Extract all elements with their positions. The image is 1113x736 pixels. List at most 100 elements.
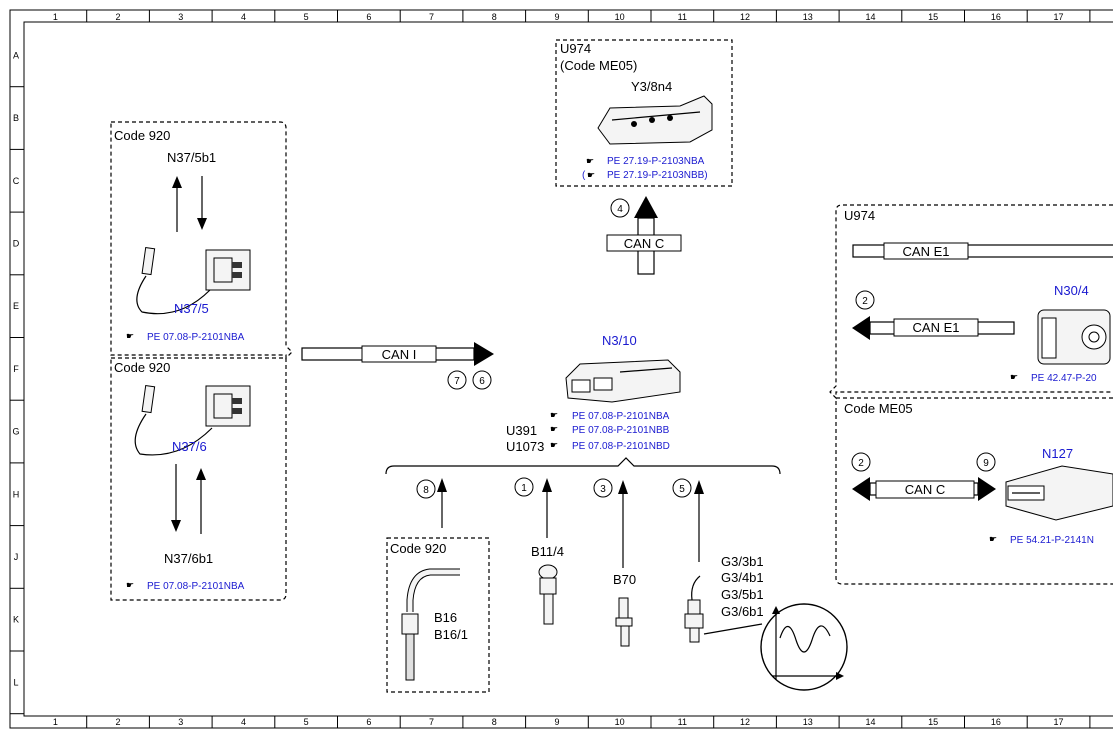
group-u974-n30-4: U974 CAN E1 CAN E1 2 N30/4 ☛ PE 42.47-P-…	[829, 204, 1113, 400]
component-label: N30/4	[1054, 283, 1089, 298]
row-label: F	[13, 364, 19, 374]
pointing-hand-icon: ☛	[550, 440, 558, 450]
connection-number: 3	[600, 484, 606, 495]
row-label: D	[13, 238, 20, 248]
part-label: B16	[434, 610, 457, 625]
frame-border	[9, 9, 1113, 729]
row-label: E	[13, 301, 19, 311]
part-label: N37/6b1	[164, 551, 213, 566]
reference-link[interactable]: PE 27.19-P-2103NBB)	[607, 170, 708, 181]
sensor-label: G3/6b1	[721, 604, 764, 619]
group-code920-n37-5: Code 920 N37/5b1 N37/5 ☛ PE 07.08-P-2101…	[110, 121, 293, 360]
row-label: J	[14, 552, 19, 562]
sensor-b16: 8	[416, 478, 447, 528]
bus-label: CAN C	[624, 236, 664, 251]
can-i-bus: CAN I 7 6	[301, 342, 494, 390]
column-label: 11	[678, 717, 687, 727]
column-label: 7	[429, 12, 434, 22]
group-me05-n127: Code ME05 CAN C 2 9 N127 ☛ PE 54.21-P-21…	[835, 397, 1113, 585]
column-label: 17	[1054, 12, 1064, 22]
sensor-brace	[385, 457, 781, 475]
bus-label: CAN I	[382, 347, 417, 362]
bus-label: CAN E1	[913, 320, 960, 335]
reference-link[interactable]: PE 07.08-P-2101NBA	[147, 581, 245, 592]
drawing-border	[23, 21, 1113, 717]
column-label: 14	[865, 717, 875, 727]
reference-link[interactable]: PE 54.21-P-2141N	[1010, 535, 1094, 546]
group-sublabel: (Code ME05)	[560, 58, 637, 73]
bus-label: CAN C	[905, 482, 945, 497]
group-label: U974	[844, 208, 875, 223]
column-label: 13	[803, 717, 813, 727]
column-label: 4	[241, 717, 246, 727]
group-u974-y3-8n4: U974 (Code ME05) Y3/8n4 ☛ PE 27.19-P-210…	[555, 39, 733, 187]
connection-number: 8	[423, 485, 429, 496]
group-label: Code 920	[114, 360, 170, 375]
column-label: 6	[366, 12, 371, 22]
connection-number: 5	[679, 484, 685, 495]
column-label: 1	[53, 717, 58, 727]
pointing-hand-icon: ☛	[1010, 372, 1018, 382]
column-label: 15	[928, 12, 938, 22]
sensor-g3: 5 G3/3b1 G3/4b1 G3/5b1 G3/6b1	[672, 478, 848, 691]
sensor-label: G3/3b1	[721, 554, 764, 569]
column-label: 4	[241, 12, 246, 22]
column-label: 13	[803, 12, 813, 22]
row-label: C	[13, 176, 20, 186]
group-label: Code ME05	[844, 401, 913, 416]
row-label: K	[13, 615, 19, 625]
connection-number: 7	[454, 376, 460, 387]
oxygen-sensor-icon	[684, 575, 704, 643]
reference-link[interactable]: PE 07.08-P-2101NBA	[572, 411, 670, 422]
pointing-hand-icon: ☛	[126, 331, 134, 341]
reference-link[interactable]: PE 07.08-P-2101NBA	[147, 332, 245, 343]
group-label: Code 920	[114, 128, 170, 143]
column-label: 15	[928, 717, 938, 727]
sensor-label: G3/4b1	[721, 570, 764, 585]
pointing-hand-icon: ☛	[587, 170, 595, 180]
variant-code: U1073	[506, 439, 544, 454]
reference-link[interactable]: PE 07.08-P-2101NBD	[572, 441, 670, 452]
connection-number: 2	[858, 458, 864, 469]
column-label: 3	[178, 12, 183, 22]
row-label: L	[13, 677, 18, 687]
column-label: 1	[53, 12, 58, 22]
column-label: 5	[304, 717, 309, 727]
column-label: 8	[492, 717, 497, 727]
group-code920-n37-6: Code 920 N37/6 N37/6b1 ☛ PE 07.08-P-2101…	[110, 357, 287, 601]
reference-link[interactable]: PE 27.19-P-2103NBA	[607, 156, 705, 167]
component-label: Y3/8n4	[631, 79, 672, 94]
column-label: 9	[554, 12, 559, 22]
column-label: 12	[740, 717, 750, 727]
reference-link[interactable]: PE 42.47-P-20	[1031, 373, 1097, 384]
column-label: 2	[116, 12, 121, 22]
column-label: 5	[304, 12, 309, 22]
column-label: 3	[178, 717, 183, 727]
column-label: 7	[429, 717, 434, 727]
ecu-icon	[565, 359, 681, 403]
column-label: 16	[991, 717, 1001, 727]
temperature-sensor-icon	[136, 246, 251, 315]
column-label: 11	[678, 12, 687, 22]
column-label: 9	[554, 717, 559, 727]
column-label: 6	[366, 717, 371, 727]
row-label: A	[13, 50, 19, 60]
pointing-hand-icon: ☛	[550, 424, 558, 434]
temperature-sensor-icon	[134, 384, 251, 456]
component-label: N3/10	[602, 333, 637, 348]
column-label: 17	[1054, 717, 1064, 727]
sensor-b11-4: 1 B11/4	[514, 477, 564, 625]
pointing-hand-icon: ☛	[126, 580, 134, 590]
column-label: 8	[492, 12, 497, 22]
connection-number: 1	[521, 483, 527, 494]
pointing-hand-icon: ☛	[989, 534, 997, 544]
column-label: 16	[991, 12, 1001, 22]
control-module-icon	[597, 95, 713, 145]
arrow-down-icon	[197, 218, 207, 230]
coolant-sensor-icon	[538, 564, 558, 625]
group-label: Code 920	[390, 541, 446, 556]
sensor-label: B70	[613, 572, 636, 587]
reference-link[interactable]: PE 07.08-P-2101NBB	[572, 425, 670, 436]
